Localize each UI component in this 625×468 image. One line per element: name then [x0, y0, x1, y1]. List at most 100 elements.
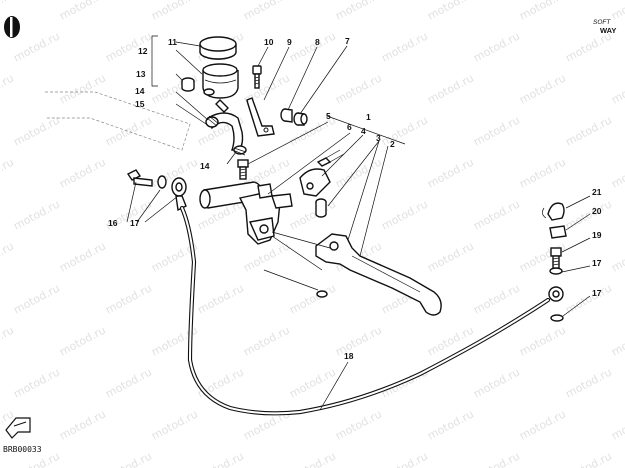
watermark-text: motod.ru [195, 281, 246, 316]
watermark-text: motod.ru [563, 365, 614, 400]
callout-12: 12 [138, 46, 148, 56]
diaphragm [181, 77, 195, 92]
watermark-text: motod.ru [471, 29, 522, 64]
bleed-screw-cap [542, 202, 565, 221]
callout-labels: 11 12 13 14 15 14 10 9 8 7 5 1 6 4 3 2 1… [108, 36, 602, 361]
watermark-text: motod.ru [333, 407, 384, 442]
washer-lever [316, 290, 328, 298]
watermark-text: motod.ru [425, 239, 476, 274]
pivot-pin [315, 198, 327, 218]
watermark-text: motod.ru [609, 407, 625, 442]
clamp-half [299, 168, 331, 197]
watermark-text: motod.ru [103, 113, 154, 148]
watermark-text: motod.ru [0, 239, 16, 274]
reservoir-body [202, 63, 239, 99]
watermark-text: motod.ru [11, 197, 62, 232]
callout-5: 5 [326, 111, 331, 121]
watermark-text: motod.ru [11, 281, 62, 316]
callout-13: 13 [136, 69, 146, 79]
watermark-text: motod.ru [379, 449, 430, 468]
callout-6: 6 [347, 122, 352, 132]
callout-4: 4 [361, 126, 366, 136]
callout-3: 3 [376, 133, 381, 143]
watermark-text: motod.ru [425, 407, 476, 442]
clutch-lever [315, 233, 442, 316]
brand-bottom-text: WAY [600, 26, 616, 35]
callout-1: 1 [366, 112, 371, 122]
master-cylinder [199, 181, 293, 245]
phantom-outline [45, 91, 191, 151]
callout-15: 15 [135, 99, 145, 109]
banjo-fitting-left [171, 177, 187, 212]
watermark-text: motod.ru [11, 365, 62, 400]
fwd-arrow-icon [5, 417, 31, 439]
watermark-text: motod.ru [563, 113, 614, 148]
watermark-text: motod.ru [103, 281, 154, 316]
watermark-text: motod.ru [333, 323, 384, 358]
callout-2: 2 [390, 139, 395, 149]
watermark-text: motod.ru [609, 71, 625, 106]
watermark-text: motod.ru [57, 155, 108, 190]
watermark-text: motod.ru [563, 449, 614, 468]
watermark-text: motod.ru [241, 0, 292, 23]
watermark-text: motod.ru [149, 407, 200, 442]
nut-7 [293, 112, 308, 126]
watermark-text: motod.ru [149, 0, 200, 23]
watermark-text: motod.ru [471, 449, 522, 468]
callout-7: 7 [345, 36, 350, 46]
brand-top-text: SOFT [593, 19, 611, 26]
callout-11: 11 [168, 37, 177, 47]
watermark-text: motod.ru [471, 365, 522, 400]
washer-left-1 [157, 175, 167, 189]
callout-8: 8 [315, 37, 320, 47]
callout-19: 19 [592, 230, 602, 240]
callout-21: 21 [592, 187, 602, 197]
logo-mark-icon [4, 16, 20, 38]
screw-6 [316, 149, 345, 167]
callout-20: 20 [592, 206, 602, 216]
watermark-text: motod.ru [517, 0, 568, 23]
callout-14-top: 14 [135, 86, 145, 96]
bracket-12 [151, 35, 158, 87]
watermark-text: motod.ru [379, 197, 430, 232]
watermark-text: motod.ru [333, 0, 384, 23]
watermark-text: motod.ru [609, 155, 625, 190]
watermark-text: motod.ru [517, 407, 568, 442]
bleed-fitting [237, 159, 249, 180]
banjo-fitting-right [548, 286, 564, 302]
watermark-text: motod.ru [0, 71, 16, 106]
watermark-text: motod.ru [57, 0, 108, 23]
reservoir-outlet [215, 99, 229, 113]
watermark-text: motod.ru [103, 365, 154, 400]
reservoir-hose [205, 112, 244, 151]
washer-right-2 [550, 314, 564, 322]
watermark-text: motod.ru [103, 449, 154, 468]
hose-clamp [233, 145, 247, 156]
watermark-text: motod.ru [287, 449, 338, 468]
bushing-8 [280, 108, 293, 123]
watermark-text: motod.ru [195, 365, 246, 400]
watermark-text: motod.ru [57, 407, 108, 442]
screw-10 [252, 65, 262, 89]
watermark-text: motod.ru [517, 155, 568, 190]
watermark-text: motod.ru [0, 155, 16, 190]
watermark-text: motod.ru [379, 113, 430, 148]
watermark-text: motod.ru [563, 281, 614, 316]
callout-18: 18 [344, 351, 354, 361]
watermark-text: motod.ru [11, 113, 62, 148]
watermark-text: motod.ru [517, 71, 568, 106]
watermark-text: motod.ru [287, 29, 338, 64]
bracket-plate [246, 97, 275, 137]
watermark-text: motod.ru [471, 113, 522, 148]
watermark-text: motod.ru [195, 449, 246, 468]
watermark-text: motod.ru [471, 197, 522, 232]
watermark-text: motod.ru [425, 71, 476, 106]
watermark-text: motod.ru [241, 323, 292, 358]
watermark-text: motod.ru [287, 281, 338, 316]
watermark-text: motod.ru [333, 155, 384, 190]
callout-17-right-bottom: 17 [592, 288, 602, 298]
watermark-text: motod.ru [57, 239, 108, 274]
banjo-bolt-right [550, 247, 562, 269]
